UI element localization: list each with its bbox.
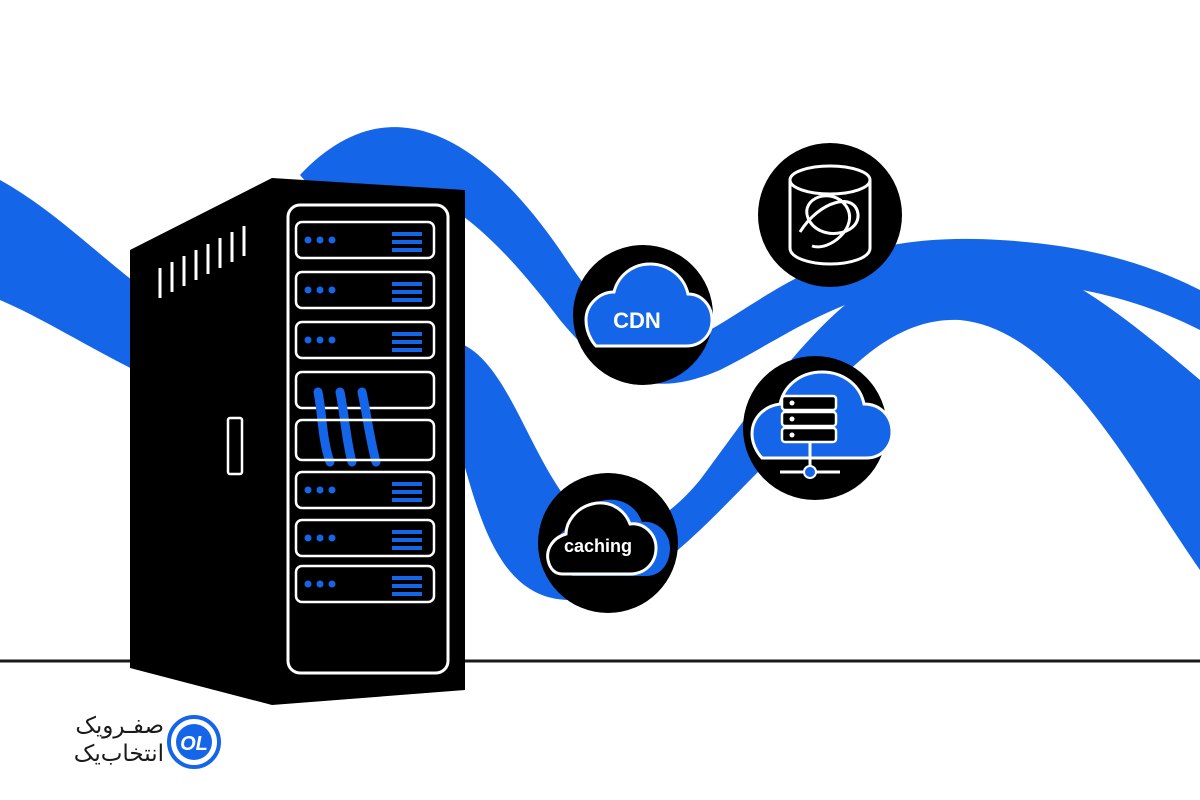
caching-cloud-icon: caching [538,473,678,613]
brand-mark-letters: OL [180,733,208,755]
cloud-server-icon [743,356,894,500]
brand-logo: صفـرویک انتخاب‌یک OL [22,708,222,778]
brand-name: صفـرویک انتخاب‌یک [74,712,164,768]
database-network-icon [758,143,902,287]
server-rack-icon [130,178,465,705]
cdn-cloud-icon: CDN [573,245,714,385]
cdn-label: CDN [613,308,661,333]
brand-mark-icon: OL [167,715,221,769]
brand-name-line1: صفـرویک [75,713,164,739]
brand-name-line2: انتخاب‌یک [73,741,164,767]
caching-label: caching [564,536,632,556]
data-ribbon-top [300,127,1200,384]
